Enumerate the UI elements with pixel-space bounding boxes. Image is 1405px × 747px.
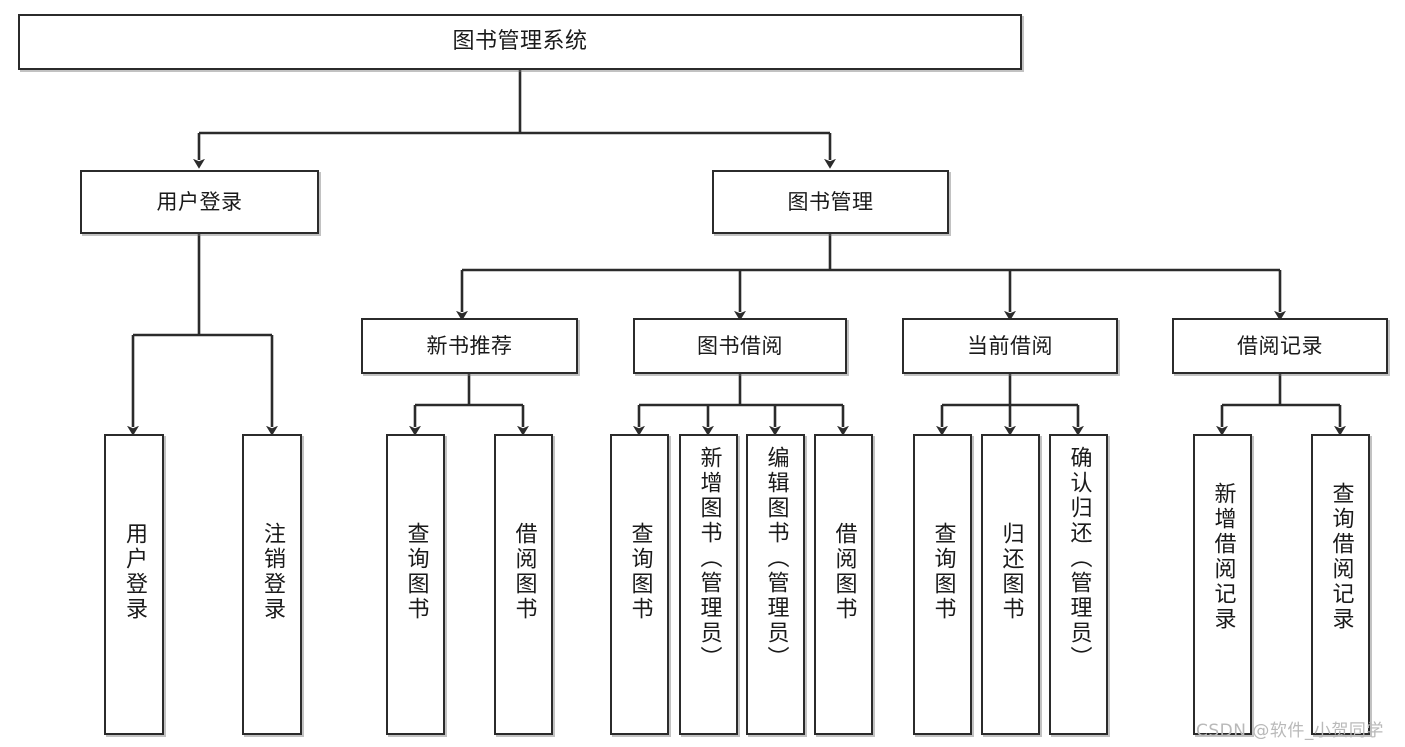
- leaf-borrow-book-2-label: 借阅图书: [831, 522, 857, 622]
- node-book-manage-label: 图书管理: [787, 189, 874, 214]
- node-book-manage[interactable]: 图书管理: [712, 170, 949, 234]
- leaf-query-book-3[interactable]: 查询图书: [913, 434, 972, 735]
- node-root[interactable]: 图书管理系统: [18, 14, 1022, 70]
- leaf-add-record-label: 新增借阅记录: [1210, 482, 1236, 632]
- leaf-query-book-2-label: 查询图书: [627, 522, 653, 622]
- node-current-borrow[interactable]: 当前借阅: [902, 318, 1118, 374]
- node-borrow-record-label: 借阅记录: [1237, 333, 1323, 358]
- leaf-query-record[interactable]: 查询借阅记录: [1311, 434, 1370, 735]
- node-book-borrow[interactable]: 图书借阅: [633, 318, 847, 374]
- leaf-add-book-label: 新增图书（管理员）: [696, 446, 722, 671]
- leaf-return-book-label: 归还图书: [998, 522, 1024, 622]
- node-book-borrow-label: 图书借阅: [697, 333, 783, 358]
- node-root-label: 图书管理系统: [452, 29, 588, 55]
- leaf-logout-login[interactable]: 注销登录: [242, 434, 302, 735]
- leaf-user-login-label: 用户登录: [122, 522, 147, 622]
- leaf-borrow-book-1[interactable]: 借阅图书: [494, 434, 553, 735]
- leaf-logout-login-label: 注销登录: [260, 522, 285, 622]
- leaf-add-book[interactable]: 新增图书（管理员）: [679, 434, 738, 735]
- leaf-return-book[interactable]: 归还图书: [981, 434, 1040, 735]
- leaf-user-login[interactable]: 用户登录: [104, 434, 164, 735]
- csdn-watermark: CSDN @软件_小贺同学: [1196, 721, 1384, 741]
- leaf-confirm-return[interactable]: 确认归还（管理员）: [1049, 434, 1108, 735]
- node-user-login-label: 用户登录: [156, 189, 243, 214]
- node-user-login[interactable]: 用户登录: [80, 170, 319, 234]
- leaf-confirm-return-label: 确认归还（管理员）: [1066, 446, 1092, 671]
- leaf-add-record[interactable]: 新增借阅记录: [1193, 434, 1252, 735]
- node-new-book-rec[interactable]: 新书推荐: [361, 318, 578, 374]
- leaf-edit-book-label: 编辑图书（管理员）: [763, 446, 789, 671]
- leaf-query-book-2[interactable]: 查询图书: [610, 434, 669, 735]
- leaf-query-book-1[interactable]: 查询图书: [386, 434, 445, 735]
- leaf-query-book-3-label: 查询图书: [930, 522, 956, 622]
- node-borrow-record[interactable]: 借阅记录: [1172, 318, 1388, 374]
- leaf-borrow-book-1-label: 借阅图书: [511, 522, 537, 622]
- leaf-edit-book[interactable]: 编辑图书（管理员）: [746, 434, 805, 735]
- leaf-borrow-book-2[interactable]: 借阅图书: [814, 434, 873, 735]
- leaf-query-book-1-label: 查询图书: [403, 522, 429, 622]
- leaf-query-record-label: 查询借阅记录: [1328, 482, 1354, 632]
- node-new-book-rec-label: 新书推荐: [426, 333, 513, 358]
- node-current-borrow-label: 当前借阅: [967, 333, 1053, 358]
